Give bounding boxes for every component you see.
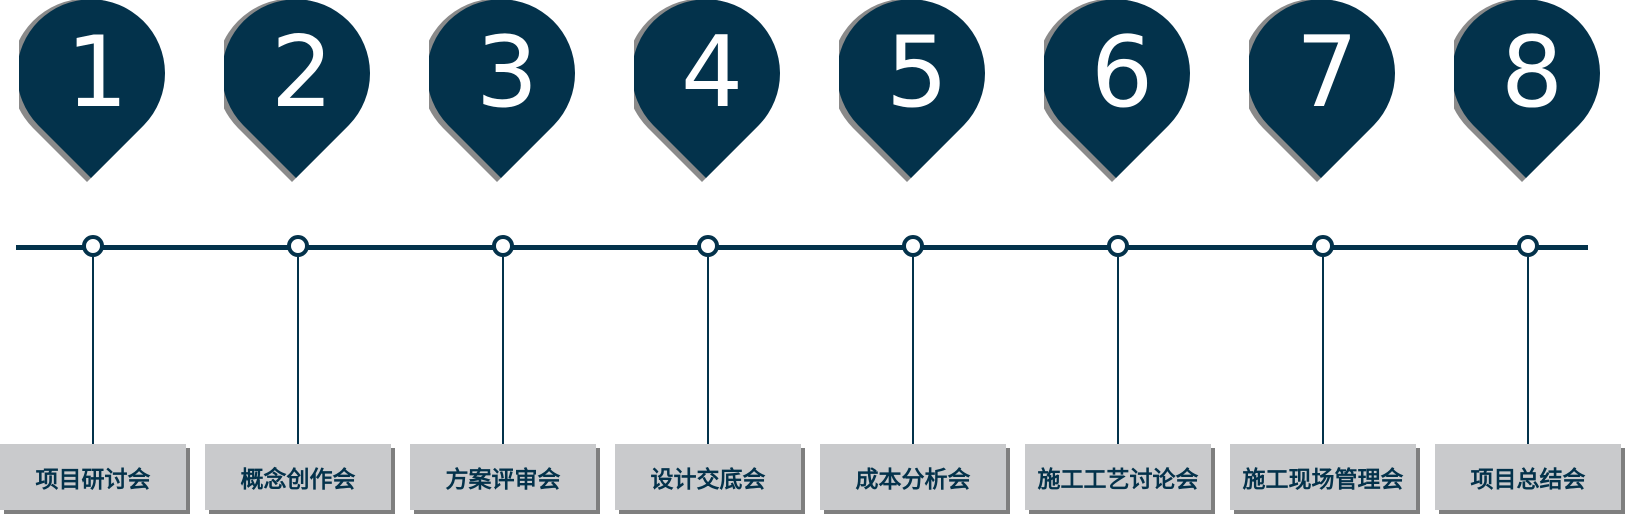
timeline-step-6: 6 施工工艺讨论会 — [1025, 0, 1215, 526]
connector-line — [502, 257, 504, 445]
step-label: 项目总结会 — [1470, 467, 1586, 493]
step-number: 2 — [270, 16, 334, 130]
step-label: 施工工艺讨论会 — [1037, 467, 1199, 493]
timeline-step-4: 4 设计交底会 — [615, 0, 805, 526]
timeline-node — [1312, 235, 1334, 257]
timeline-node — [492, 235, 514, 257]
step-number: 6 — [1090, 16, 1154, 130]
connector-line — [1117, 257, 1119, 445]
step-label-box: 成本分析会 — [820, 444, 1006, 510]
step-label-box: 项目总结会 — [1435, 444, 1621, 510]
map-pin-icon: 7 — [1249, 0, 1405, 190]
timeline-node — [697, 235, 719, 257]
step-label-box: 方案评审会 — [410, 444, 596, 510]
map-pin-icon: 6 — [1044, 0, 1200, 190]
step-label: 方案评审会 — [445, 467, 561, 493]
step-number: 5 — [885, 16, 949, 130]
connector-line — [297, 257, 299, 445]
timeline-node — [287, 235, 309, 257]
connector-line — [92, 257, 94, 445]
timeline-node — [1107, 235, 1129, 257]
step-number: 8 — [1500, 16, 1564, 130]
map-pin-icon: 3 — [429, 0, 585, 190]
connector-line — [1322, 257, 1324, 445]
step-label: 设计交底会 — [650, 467, 766, 493]
map-pin-icon: 2 — [224, 0, 380, 190]
step-label-box: 施工现场管理会 — [1230, 444, 1416, 510]
connector-line — [912, 257, 914, 445]
step-label: 施工现场管理会 — [1242, 467, 1404, 493]
timeline-step-3: 3 方案评审会 — [410, 0, 600, 526]
timeline-node — [82, 235, 104, 257]
step-number: 7 — [1295, 16, 1359, 130]
step-number: 1 — [65, 16, 129, 130]
step-label: 成本分析会 — [855, 467, 971, 493]
map-pin-icon: 1 — [19, 0, 175, 190]
step-label: 概念创作会 — [240, 467, 356, 493]
step-label: 项目研讨会 — [35, 467, 151, 493]
map-pin-icon: 8 — [1454, 0, 1610, 190]
step-label-box: 概念创作会 — [205, 444, 391, 510]
timeline-step-2: 2 概念创作会 — [205, 0, 395, 526]
step-number: 4 — [680, 16, 744, 130]
connector-line — [707, 257, 709, 445]
step-label-box: 设计交底会 — [615, 444, 801, 510]
timeline-step-1: 1 项目研讨会 — [0, 0, 190, 526]
timeline-node — [902, 235, 924, 257]
connector-line — [1527, 257, 1529, 445]
timeline-step-5: 5 成本分析会 — [820, 0, 1010, 526]
timeline-step-8: 8 项目总结会 — [1435, 0, 1625, 526]
timeline-step-7: 7 施工现场管理会 — [1230, 0, 1420, 526]
timeline-node — [1517, 235, 1539, 257]
timeline-axis — [16, 245, 1588, 250]
step-number: 3 — [475, 16, 539, 130]
map-pin-icon: 4 — [634, 0, 790, 190]
map-pin-icon: 5 — [839, 0, 995, 190]
step-label-box: 项目研讨会 — [0, 444, 186, 510]
step-label-box: 施工工艺讨论会 — [1025, 444, 1211, 510]
